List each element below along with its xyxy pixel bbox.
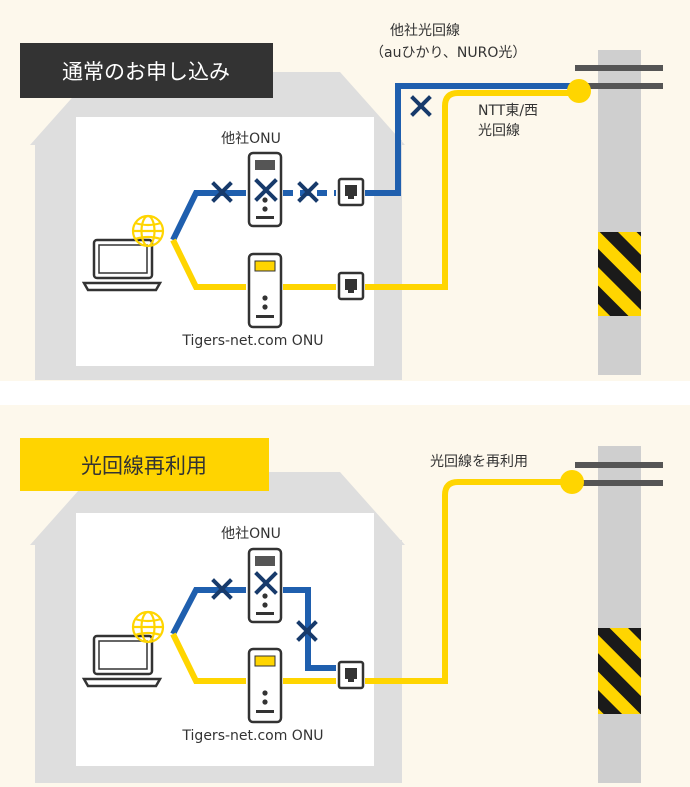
panel-title-box (20, 43, 273, 98)
panel-title: 通常のお申し込み (62, 60, 230, 84)
x-mark-icon (410, 95, 432, 117)
ntt-line-label-2: 光回線 (478, 123, 520, 139)
panel-divider (0, 381, 690, 405)
hazard-stripes (598, 628, 641, 714)
x-mark-icon (254, 178, 278, 202)
our-onu-label: Tigers-net.com ONU (181, 728, 323, 744)
ntt-line-label: NTT東/西 (478, 103, 538, 119)
fiber-lines (170, 83, 578, 290)
our-onu-label: Tigers-net.com ONU (181, 333, 323, 349)
other-onu-label: 他社ONU (221, 131, 281, 147)
pole-connection-point (567, 79, 591, 103)
other-line-sublabel: （auひかり、NURO光） (370, 45, 526, 61)
reuse-line-label: 光回線を再利用 (430, 454, 528, 470)
onu-device-icon (247, 647, 283, 724)
panel-normal: 通常のお申し込み 他社ONU Tigers-net.com ONU 他社光回線 … (20, 23, 663, 380)
laptop-icon (81, 238, 163, 292)
pole-connection-point (560, 470, 584, 494)
globe-icon (131, 610, 165, 644)
panel-reuse: 光回線再利用 他社ONU Tigers-net.com ONU 光回線を再利用 (20, 438, 663, 783)
panel-title: 光回線再利用 (81, 454, 207, 478)
x-mark-icon (254, 571, 278, 595)
laptop-icon (81, 634, 163, 688)
onu-device-icon (247, 252, 283, 329)
globe-icon (131, 214, 165, 248)
x-mark-icon (211, 578, 233, 600)
utility-pole-icon (575, 446, 663, 783)
x-mark-icon (297, 181, 319, 203)
x-mark-icon (211, 181, 233, 203)
panel-title-box (20, 438, 269, 491)
wall-outlet-icon (337, 660, 365, 690)
wall-outlet-icon (337, 271, 365, 301)
utility-pole-icon (575, 50, 663, 375)
other-line-label: 他社光回線 (390, 23, 460, 39)
other-onu-label: 他社ONU (221, 526, 281, 542)
wall-outlet-icon (337, 177, 365, 207)
x-mark-icon (296, 620, 318, 642)
hazard-stripes (598, 232, 641, 316)
fiber-lines (170, 479, 578, 684)
